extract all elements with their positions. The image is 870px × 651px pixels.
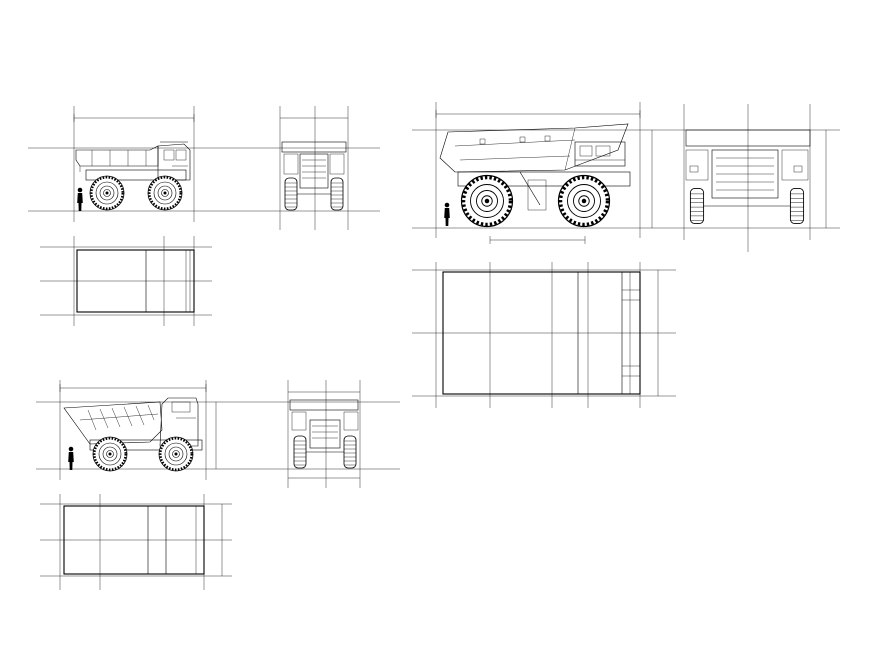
truck-c-side-view — [36, 380, 230, 480]
truck-b-side-view — [412, 102, 655, 244]
truck-c-plan-view — [40, 494, 232, 590]
truck-b-front-view — [655, 104, 840, 252]
truck-b-plan-view — [412, 262, 676, 408]
truck-a-side-view — [28, 106, 230, 222]
truck-c-front-view — [230, 380, 400, 488]
truck-a-front-view — [230, 106, 380, 230]
truck-a-plan-view — [40, 236, 212, 326]
